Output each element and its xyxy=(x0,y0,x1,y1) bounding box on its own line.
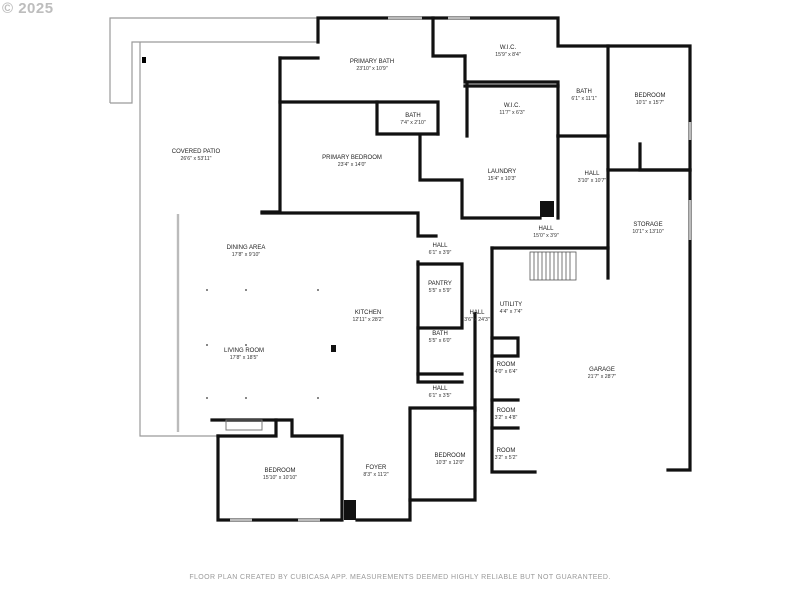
room-name: FOYER xyxy=(365,465,387,471)
room-wic-2: W.I.C.11'7" x 6'3" xyxy=(499,103,524,117)
stairs xyxy=(529,251,577,281)
room-name: PRIMARY BEDROOM xyxy=(322,155,382,161)
room-name: LIVING ROOM xyxy=(223,348,265,354)
room-dimensions: 3'10" x 10'7" xyxy=(577,178,607,184)
room-name: HALL xyxy=(584,171,600,177)
room-name: DINING AREA xyxy=(226,245,266,251)
marker-dots xyxy=(206,289,319,399)
room-name: BEDROOM xyxy=(634,93,666,99)
room-dimensions: 3'6" x 24'3" xyxy=(464,317,490,323)
room-name: KITCHEN xyxy=(354,310,382,316)
kitchen-island-post xyxy=(331,345,336,352)
room-dimensions: 6'1" x 11'1" xyxy=(571,96,597,102)
room-dimensions: 15'9" x 8'4" xyxy=(495,52,521,58)
room-name: HALL xyxy=(469,310,485,316)
room-name: ROOM xyxy=(496,448,516,454)
covered-patio-outline xyxy=(109,17,318,437)
walls xyxy=(210,16,692,522)
room-name: HALL xyxy=(432,243,448,249)
room-dimensions: 6'1" x 3'9" xyxy=(428,250,452,256)
room-name: W.I.C. xyxy=(503,103,521,109)
room-name: GARAGE xyxy=(589,367,615,373)
room-dimensions: 8'3" x 11'2" xyxy=(363,472,389,478)
room-name: COVERED PATIO xyxy=(171,149,221,155)
room-name: ROOM xyxy=(496,408,516,414)
room-name: PRIMARY BATH xyxy=(349,59,395,65)
room-dimensions: 15'10" x 10'10" xyxy=(262,475,298,481)
room-dimensions: 3'2" x 4'8" xyxy=(494,415,518,421)
room-name: BATH xyxy=(405,113,421,119)
watermark: © 2025 xyxy=(2,0,54,17)
room-name: BEDROOM xyxy=(434,453,466,459)
room-wic-1: W.I.C.15'9" x 8'4" xyxy=(495,45,521,59)
room-name: W.I.C. xyxy=(499,45,517,51)
room-dimensions: 26'6" x 53'11" xyxy=(180,156,212,162)
room-dimensions: 12'11" x 28'2" xyxy=(352,317,384,323)
room-name: HALL xyxy=(538,226,554,232)
room-name: UTILITY xyxy=(499,302,523,308)
room-name: LAUNDRY xyxy=(487,169,517,175)
room-dimensions: 21'7" x 28'7" xyxy=(587,374,617,380)
room-dimensions: 5'5" x 5'9" xyxy=(428,288,452,294)
room-dimensions: 10'1" x 15'7" xyxy=(635,100,665,106)
room-name: BEDROOM xyxy=(264,468,296,474)
footer-disclaimer: FLOOR PLAN CREATED BY CUBICASA APP. MEAS… xyxy=(189,574,611,581)
room-name: STORAGE xyxy=(633,222,663,228)
room-dimensions: 17'8" x 18'5" xyxy=(229,355,259,361)
patio-post xyxy=(142,57,146,63)
room-dimensions: 4'4" x 7'4" xyxy=(499,309,523,315)
room-dimensions: 5'5" x 6'0" xyxy=(428,338,452,344)
windows xyxy=(176,16,692,522)
room-dimensions: 6'1" x 3'5" xyxy=(428,393,452,399)
room-name: BATH xyxy=(432,331,448,337)
room-dimensions: 23'4" x 14'0" xyxy=(337,162,367,168)
room-dimensions: 10'3" x 12'0" xyxy=(435,460,465,466)
room-dimensions: 4'0" x 6'4" xyxy=(494,369,518,375)
room-dimensions: 23'10" x 10'9" xyxy=(356,66,388,72)
room-dimensions: 17'8" x 9'10" xyxy=(231,252,261,258)
room-name: PANTRY xyxy=(428,281,452,287)
room-dimensions: 3'2" x 5'2" xyxy=(494,455,518,461)
room-name: BATH xyxy=(576,89,592,95)
room-name: HALL xyxy=(432,386,448,392)
room-dimensions: 7'4" x 2'10" xyxy=(400,120,426,126)
room-dimensions: 11'7" x 6'3" xyxy=(499,110,525,116)
room-dimensions: 10'1" x 13'10" xyxy=(632,229,664,235)
fireplace xyxy=(225,419,263,431)
room-name: ROOM xyxy=(496,362,516,368)
room-dimensions: 15'0" x 3'9" xyxy=(533,233,559,239)
room-dimensions: 15'4" x 10'3" xyxy=(487,176,517,182)
